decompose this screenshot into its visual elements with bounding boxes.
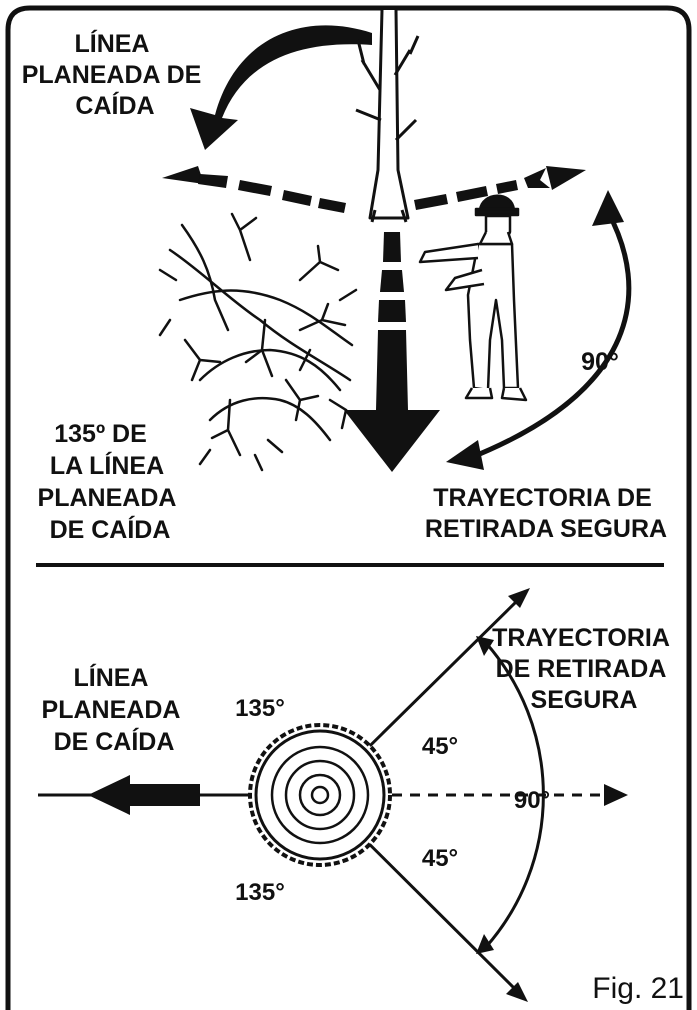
diagram-frame xyxy=(5,5,692,1010)
bottom-planned-fall-line-label: LÍNEA PLANEADA DE CAÍDA xyxy=(42,663,187,756)
brush-pile-icon xyxy=(158,212,358,472)
retreat-line-upper-arrowhead xyxy=(508,588,530,608)
top-angle-135-label: 135º DE LA LÍNEA PLANEADA DE CAÍDA xyxy=(38,420,183,544)
figure-label: Fig. 21 xyxy=(592,972,684,1005)
bottom-angle-135-bottom: 135° xyxy=(235,879,285,906)
bottom-angle-90: 90° xyxy=(514,787,550,814)
top-safe-retreat-label: TRAYECTORIA DE RETIRADA SEGURA xyxy=(425,484,667,543)
retreat-line-lower-arrowhead xyxy=(506,982,528,1002)
top-planned-fall-line-label: LÍNEA PLANEADA DE CAÍDA xyxy=(22,29,209,120)
top-angle-90-label: 90° xyxy=(581,348,619,376)
bottom-angle-45-bottom: 45° xyxy=(422,845,458,872)
retreat-arc-bottom-arrowhead-down xyxy=(476,934,494,954)
bottom-safe-retreat-label: TRAYECTORIA DE RETIRADA SEGURA xyxy=(492,624,676,714)
down-arrow-icon xyxy=(344,232,440,472)
retreat-arc-arrowhead-up xyxy=(592,190,624,226)
retreat-arc-arrowhead-down xyxy=(446,440,484,470)
right-dashed-arrowhead xyxy=(604,784,628,806)
left-dashed-line xyxy=(162,166,346,213)
worker-icon xyxy=(418,194,528,402)
right-dashed-line xyxy=(414,166,586,210)
retreat-arc-top xyxy=(469,210,632,461)
stump-icon xyxy=(248,723,392,867)
bottom-angle-135-top: 135° xyxy=(235,695,285,722)
retreat-arc-bottom xyxy=(484,642,545,948)
bottom-angle-45-top: 45° xyxy=(422,733,458,760)
retreat-arc-bottom-arrowhead-up xyxy=(476,636,494,656)
tree-icon xyxy=(355,9,420,223)
fall-arrow-icon xyxy=(88,775,200,815)
curved-fall-arrow-icon xyxy=(190,25,372,150)
